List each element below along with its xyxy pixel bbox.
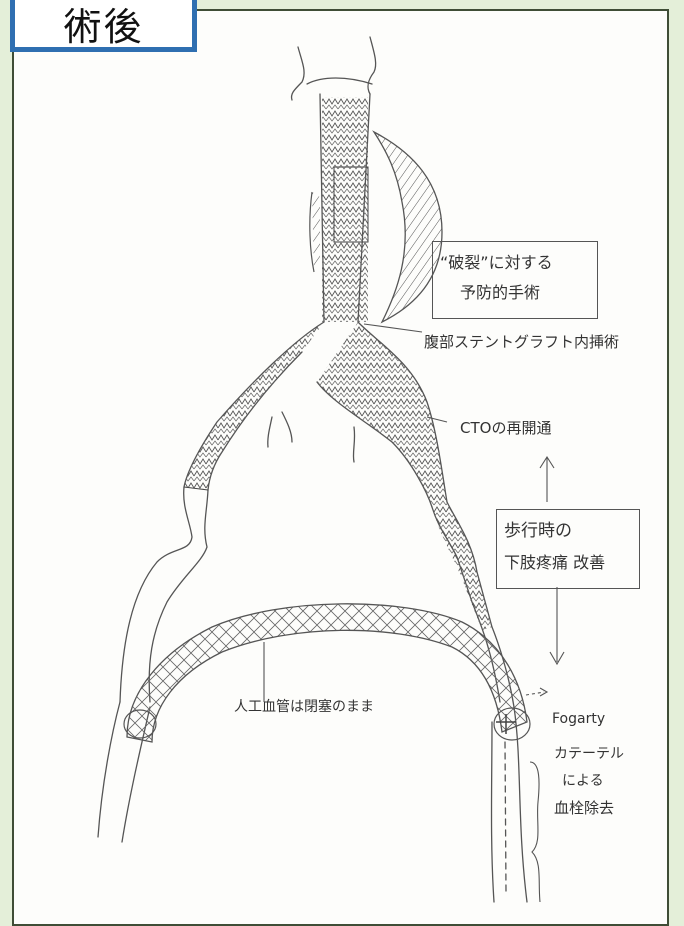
fogarty-label-line1: Fogarty [552, 711, 605, 728]
abdominal-stent-label: 腹部ステントグラフト内挿術 [424, 333, 619, 351]
walking-label-line1: 歩行時の [504, 521, 572, 541]
cto-label: CTOの再開通 [460, 419, 551, 437]
stent-left-limb [184, 322, 324, 490]
walking-label-line2: 下肢疼痛 改善 [504, 553, 605, 572]
vessel-top-right [368, 37, 376, 94]
artificial-graft [127, 604, 527, 742]
prevention-label-line1: “破裂”に対する [440, 253, 553, 272]
fogarty-label-line3: による [562, 773, 604, 790]
stent-upper-segment [322, 97, 368, 322]
prevention-label-line2: 予防的手術 [460, 283, 540, 302]
illustration-panel: “破裂”に対する 予防的手術 腹部ステントグラフト内挿術 CTOの再開通 歩行時… [12, 9, 669, 926]
title-label: 術後 [10, 0, 197, 52]
vessel-top-left [291, 47, 304, 100]
stent-right-distal [432, 502, 492, 630]
fogarty-label-line2: カテーテル [554, 746, 624, 763]
graft-label: 人工血管は閉塞のまま [234, 699, 374, 716]
fogarty-label-line4: 血栓除去 [554, 799, 614, 817]
